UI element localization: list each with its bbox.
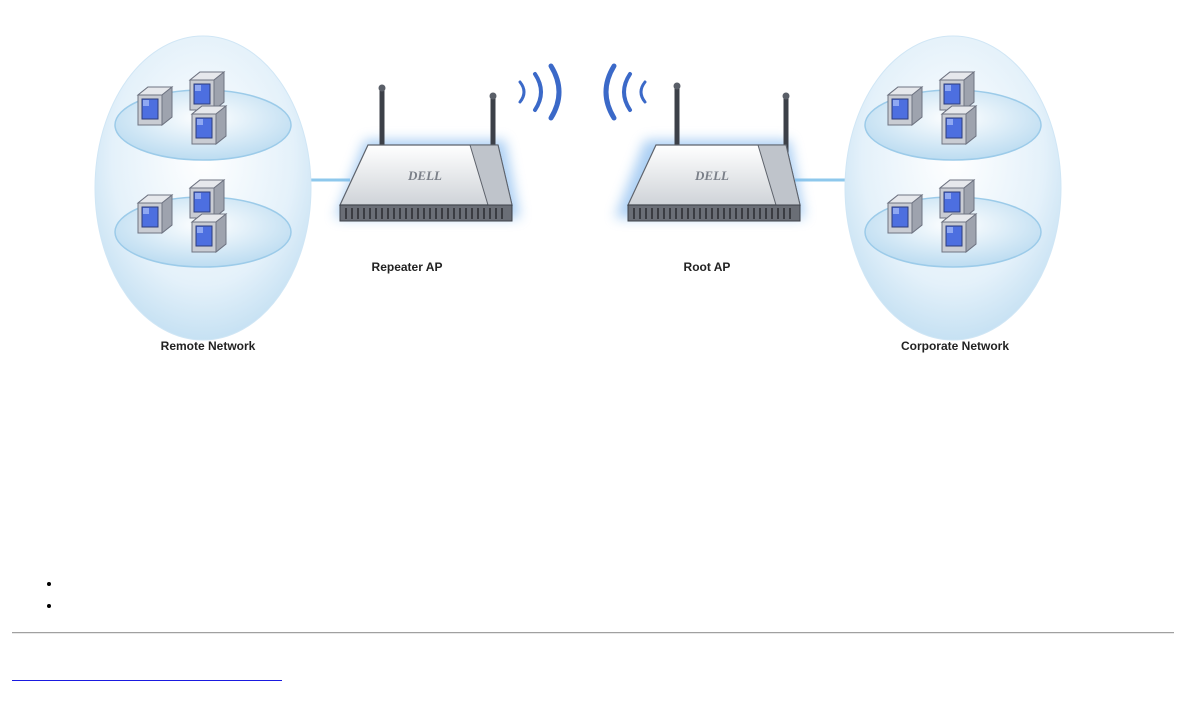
dell-logo: DELL xyxy=(694,168,729,183)
pc-icon xyxy=(942,214,976,252)
remote-network-cluster xyxy=(95,36,311,340)
access-point-icon: DELL xyxy=(335,85,520,222)
pc-icon xyxy=(190,72,224,110)
vent-slots xyxy=(634,208,790,219)
pc-icon xyxy=(138,195,172,233)
corporate-network-cluster xyxy=(845,36,1061,340)
bullet-list xyxy=(38,572,62,616)
pc-icon xyxy=(192,214,226,252)
pc-icon xyxy=(940,180,974,218)
pc-icon xyxy=(138,87,172,125)
pc-icon xyxy=(190,180,224,218)
divider xyxy=(12,632,1174,634)
pc-icon xyxy=(192,106,226,144)
repeater-ap-label: Repeater AP xyxy=(372,260,443,274)
corporate-network-label: Corporate Network xyxy=(901,339,1009,353)
remote-network-label: Remote Network xyxy=(161,339,256,353)
wifi-wave-icon xyxy=(520,66,645,118)
root-ap-label: Root AP xyxy=(684,260,731,274)
pc-icon xyxy=(942,106,976,144)
repeater-ap-device: DELL Repeater AP xyxy=(335,85,520,275)
pc-icon xyxy=(888,87,922,125)
root-ap-device: DELL Root AP xyxy=(615,83,805,275)
network-diagram: DELL Repeater AP DELL Root AP Rem xyxy=(0,0,1184,400)
pc-icon xyxy=(940,72,974,110)
access-point-icon: DELL xyxy=(615,83,805,222)
pc-icon xyxy=(888,195,922,233)
dell-logo: DELL xyxy=(407,168,442,183)
vent-slots xyxy=(346,208,502,219)
footer-link[interactable] xyxy=(12,666,282,681)
